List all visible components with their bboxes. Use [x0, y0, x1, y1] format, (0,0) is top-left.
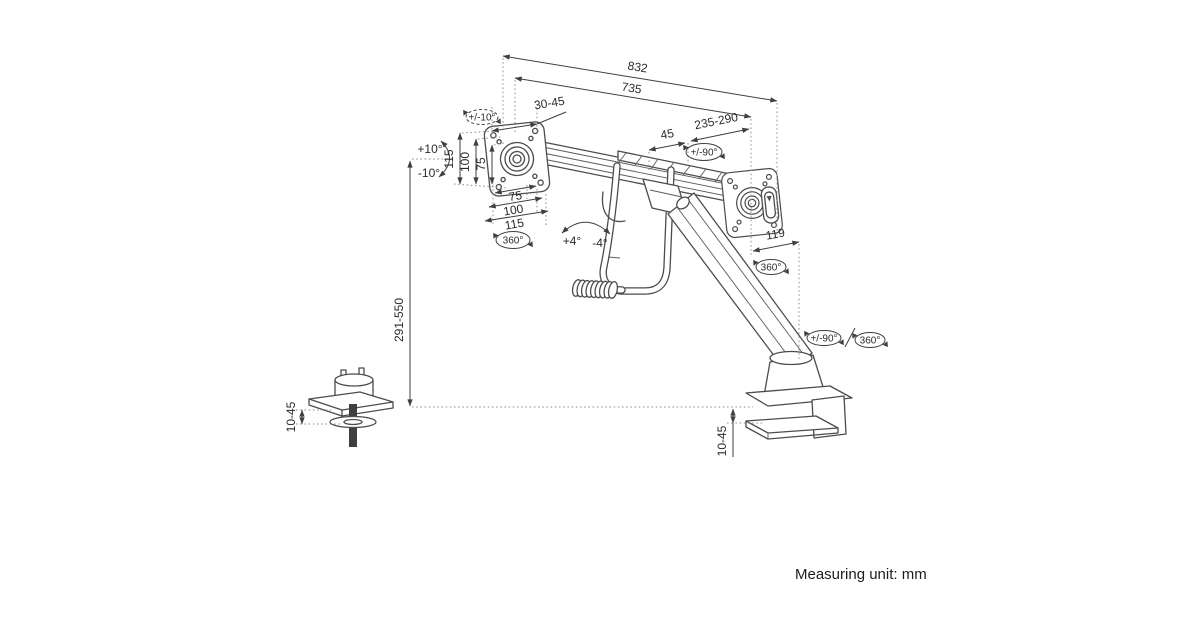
label-base-rotation: 360°	[860, 336, 881, 347]
label-crossbar-width: 735	[621, 80, 643, 97]
label-arm-swivel: +/-90°	[690, 148, 717, 159]
label-slide-offset: 45	[659, 126, 675, 142]
dimension-labels: 832 735 30-45 45 235-290 75 100 115 115 …	[284, 59, 880, 457]
label-vesa-v100: 100	[458, 152, 472, 172]
label-vesa-rotation: 360°	[503, 236, 524, 247]
dimension-lines	[299, 54, 856, 457]
label-arm-offset: 119	[765, 225, 787, 242]
label-joint-rotation: 360°	[761, 263, 782, 274]
measuring-unit-note: Measuring unit: mm	[795, 566, 927, 583]
label-total-width: 832	[627, 59, 649, 76]
latch-arrow-icon	[766, 195, 772, 202]
coil-spring	[571, 279, 619, 299]
dim-vesa-depth-line	[491, 122, 538, 133]
dim-crossbar-width-line	[514, 76, 752, 119]
monitor-arm-illustration	[308, 120, 853, 447]
dim-vesa-h115-line	[484, 209, 549, 223]
desk-clamp-base	[745, 350, 853, 440]
base-rotation-oval	[854, 332, 886, 348]
label-tilt-up: +10°	[417, 142, 442, 156]
gas-spring-arm	[667, 192, 813, 374]
dim-vesa-depth-leader	[536, 111, 567, 125]
dim-arm-offset-line	[752, 240, 800, 253]
label-vesa-v115: 115	[442, 149, 456, 168]
label-base-swivel: +/-90°	[810, 334, 837, 345]
label-height-range: 291-550	[392, 298, 406, 342]
rotation-ovals	[463, 109, 888, 348]
label-vesa-h115: 115	[504, 216, 526, 233]
label-vesa-v75: 75	[474, 157, 488, 171]
separator-slash	[844, 327, 856, 348]
label-vesa-h75: 75	[508, 188, 524, 204]
dim-slide-offset-line	[648, 141, 686, 152]
vesa-rotation-oval	[495, 231, 531, 249]
label-bar-tilt-up: +4°	[563, 234, 582, 248]
dim-vesa-h75-line	[494, 184, 537, 195]
tilt-4-arc	[561, 221, 611, 235]
label-vesa-h100: 100	[502, 201, 524, 218]
label-vesa-tilt-range: +/-10°	[468, 113, 495, 124]
label-vesa-depth: 30-45	[533, 94, 566, 113]
label-bar-tilt-down: -4°	[592, 236, 608, 250]
left-vesa-plate	[482, 120, 552, 198]
label-clamp-range: 10-45	[715, 425, 729, 456]
label-tilt-down: -10°	[418, 166, 440, 180]
vesa-tilt-oval	[465, 109, 499, 125]
dim-slide-range-line	[690, 127, 750, 143]
label-slide-range: 235-290	[693, 110, 739, 133]
dim-vesa-h100-line	[488, 196, 543, 209]
grommet-base	[308, 367, 394, 447]
tilt-10-arc	[438, 140, 450, 178]
label-grommet-range: 10-45	[284, 401, 298, 432]
base-swivel-oval	[806, 330, 842, 346]
arm-swivel-oval	[685, 143, 723, 161]
joint-rotation-oval	[755, 259, 787, 275]
